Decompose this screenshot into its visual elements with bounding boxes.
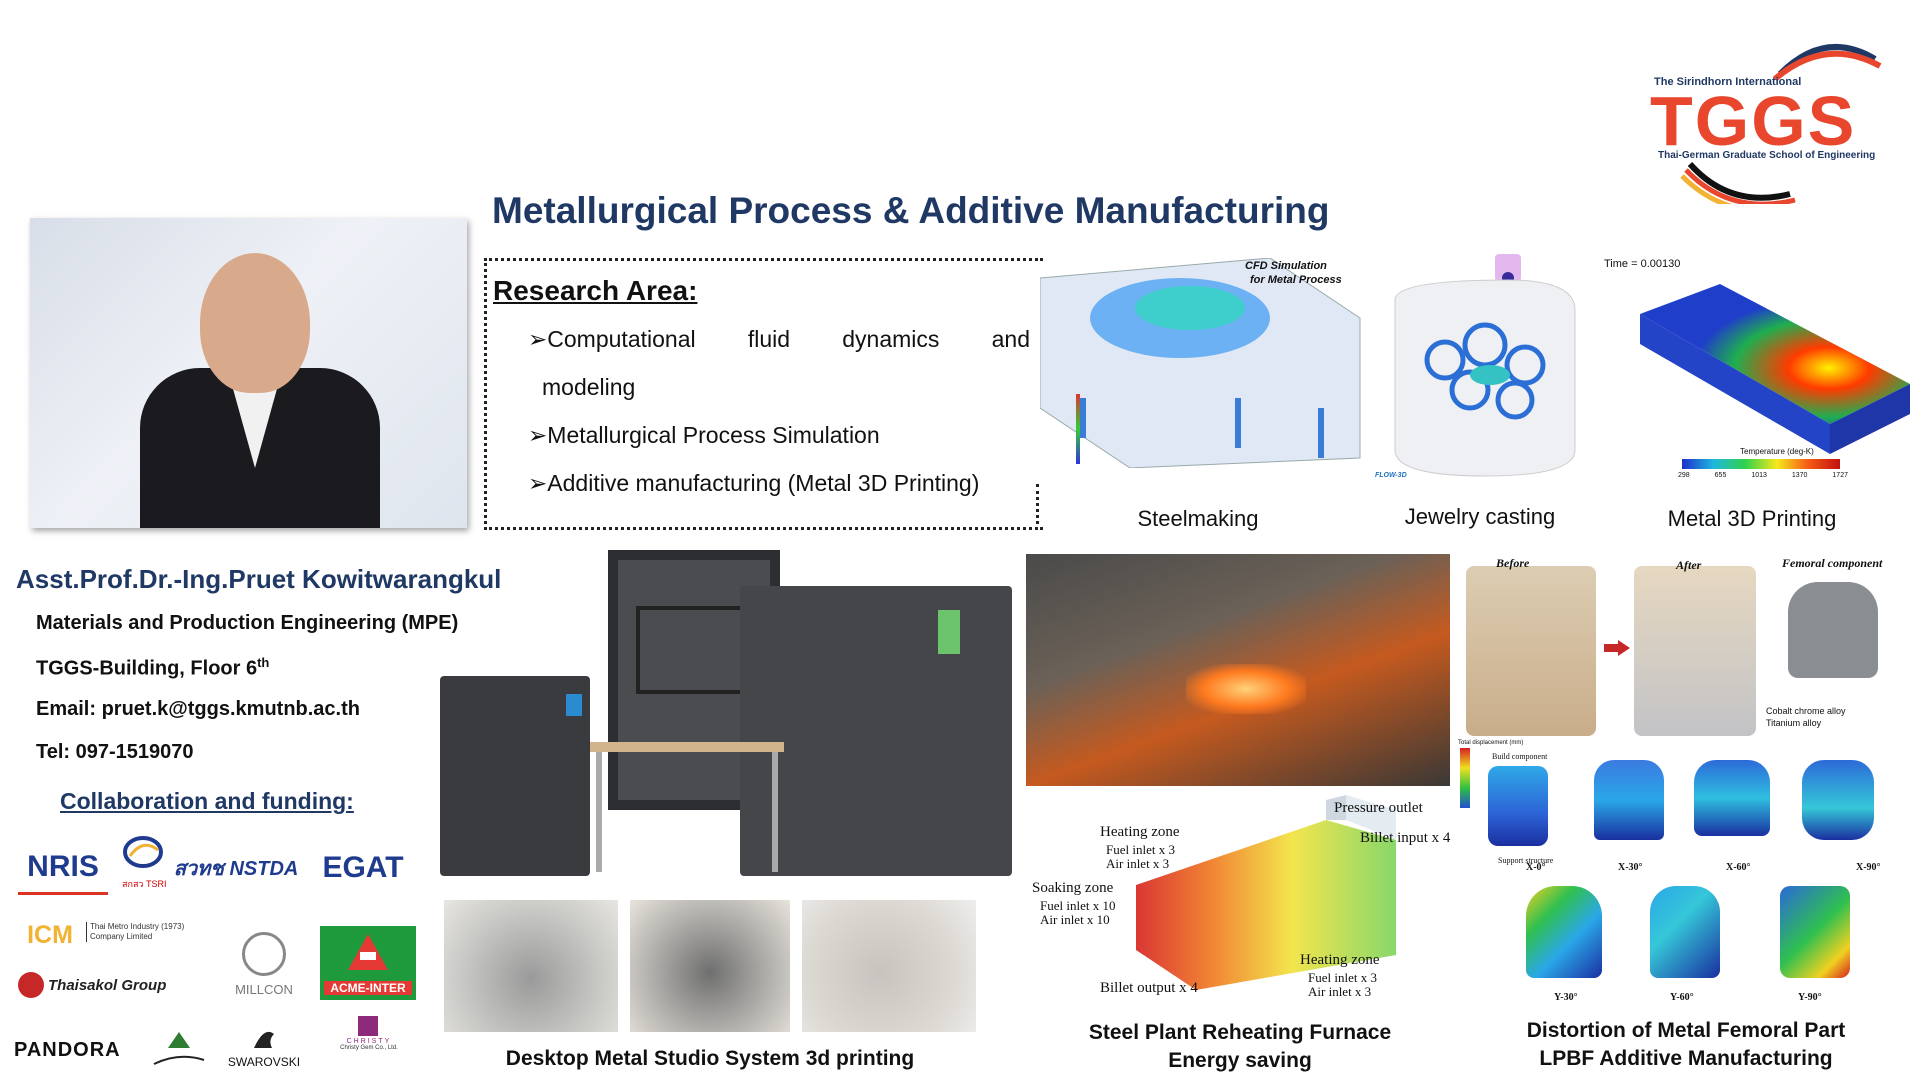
temperature-colorbar xyxy=(1682,459,1840,469)
email[interactable]: Email: pruet.k@tggs.kmutnb.ac.th xyxy=(36,698,360,720)
cfd-ladle-visual xyxy=(1040,258,1361,468)
desktop-metal-printer-image xyxy=(440,546,1020,886)
label-air-inlet-3b: Air inlet x 3 xyxy=(1308,984,1372,999)
temperature-label: Temperature (deg-K) xyxy=(1740,447,1814,456)
telephone: Tel: 097-1519070 xyxy=(36,741,194,763)
caption-jewelry-casting: Jewelry casting xyxy=(1404,504,1556,529)
logo-top-text: The Sirindhorn International xyxy=(1654,76,1802,88)
cfd-label-line2: for Metal Process xyxy=(1250,274,1342,286)
collaboration-heading: Collaboration and funding: xyxy=(60,788,354,814)
printed-part-photo-2 xyxy=(630,900,790,1032)
label-soaking-zone: Soaking zone xyxy=(1032,880,1114,896)
label-displacement: Total displacement (mm) xyxy=(1458,740,1524,746)
femoral-component-shape xyxy=(1788,582,1878,678)
christy-logo: CHRISTY Christy Gem Co., Ltd. xyxy=(334,1016,404,1072)
christy-emblem-icon xyxy=(358,1016,378,1036)
caption-metal-3d-printing: Metal 3D Printing xyxy=(1667,506,1837,531)
page-title: Metallurgical Process & Additive Manufac… xyxy=(492,190,1330,231)
angle-x0: X-0° xyxy=(1526,862,1546,873)
angle-x90: X-90° xyxy=(1856,862,1881,873)
jewelry-tree-visual xyxy=(1394,254,1576,477)
research-area-box xyxy=(484,258,1043,530)
angle-x30: X-30° xyxy=(1618,862,1643,873)
angle-y30: Y-30° xyxy=(1554,992,1578,1003)
thai-metro-logo: Thai Metro Industry (1973) Company Limit… xyxy=(86,922,210,942)
millcon-emblem-icon xyxy=(242,932,286,976)
swan-icon xyxy=(254,1031,274,1048)
displacement-colorbar xyxy=(1460,748,1470,808)
caption-furnace-line1: Steel Plant Reheating Furnace xyxy=(1088,1021,1392,1044)
label-build-component: Build component xyxy=(1492,752,1548,761)
department: Materials and Production Engineering (MP… xyxy=(36,612,459,634)
label-support-structure: Support structure xyxy=(1498,856,1554,865)
profile-photo xyxy=(30,218,467,528)
research-item-metallurgical: ➢Metallurgical Process Simulation xyxy=(528,422,880,448)
logo-name: TGGS xyxy=(1650,82,1857,160)
jewelry-brand-logo xyxy=(146,1026,212,1070)
label-billet-input: Billet input x 4 xyxy=(1360,830,1451,846)
tsri-logo: สกสว TSRI xyxy=(122,832,167,894)
thermal-block-visual xyxy=(1640,284,1910,454)
label-air-inlet-10: Air inlet x 10 xyxy=(1040,912,1110,927)
label-fuel-inlet-10: Fuel inlet x 10 xyxy=(1040,898,1116,913)
furnace-heatmap-visual xyxy=(1136,795,1396,990)
distortion-simulation-grid: Total displacement (mm) Build component … xyxy=(1458,736,1910,1006)
label-heating-zone-top: Heating zone xyxy=(1100,824,1180,840)
nstda-logo: สวทช NSTDA xyxy=(173,858,299,880)
printed-part-photo-1 xyxy=(444,900,618,1032)
caption-femoral-line1: Distortion of Metal Femoral Part xyxy=(1526,1019,1846,1042)
furnace-simulation-diagram: Heating zone Fuel inlet x 3 Air inlet x … xyxy=(1026,780,1450,1010)
logo-subtitle: Thai-German Graduate School of Engineeri… xyxy=(1658,150,1876,161)
angle-y90: Y-90° xyxy=(1798,992,1822,1003)
caption-femoral-line2: LPBF Additive Manufacturing xyxy=(1539,1047,1833,1070)
label-material-1: Cobalt chrome alloy xyxy=(1766,706,1846,716)
metal-3d-printing-thermal-image: Time = 0.00130 Temperature (deg-K) 298 6… xyxy=(1600,254,1915,494)
icm-logo: ICM xyxy=(27,920,73,949)
person-name: Asst.Prof.Dr.-Ing.Pruet Kowitwarangkul xyxy=(16,564,502,594)
angle-x60: X-60° xyxy=(1726,862,1751,873)
label-fuel-inlet-3: Fuel inlet x 3 xyxy=(1106,842,1175,857)
cfd-label-line1: CFD Simulation xyxy=(1245,260,1327,272)
jewelry-casting-image: FLOW-3D xyxy=(1375,250,1595,490)
mountain-emblem-icon xyxy=(153,1032,205,1065)
tggs-logo: The Sirindhorn International TGGS Thai-G… xyxy=(1650,34,1900,204)
printed-part-photo-3 xyxy=(802,900,976,1032)
acme-emblem-icon xyxy=(348,934,388,970)
knee-replacement-illustration: Before After Femoral component Cobalt ch… xyxy=(1466,556,1906,736)
steelmaking-cfd-image: CFD Simulation for Metal Process xyxy=(1040,258,1370,468)
label-fuel-inlet-3b: Fuel inlet x 3 xyxy=(1308,970,1377,985)
steel-plant-furnace-photo xyxy=(1026,554,1450,786)
label-before: Before xyxy=(1496,556,1530,570)
nris-logo: NRIS xyxy=(18,842,108,895)
flow3d-label: FLOW-3D xyxy=(1375,472,1407,479)
tsri-emblem-icon xyxy=(123,836,163,868)
caption-steelmaking: Steelmaking xyxy=(1137,506,1259,531)
egat-logo: EGAT xyxy=(322,851,404,884)
swarovski-logo: SWAROVSKI xyxy=(224,1024,304,1070)
label-after: After xyxy=(1676,558,1702,572)
label-billet-output: Billet output x 4 xyxy=(1100,980,1198,996)
research-item-cfd: ➢Computational fluid dynamics and xyxy=(528,326,1030,352)
caption-desktop-metal: Desktop Metal Studio System 3d printing xyxy=(505,1047,915,1070)
research-item-cfd-continuation: modeling xyxy=(542,374,636,400)
building: TGGS-Building, Floor 6th xyxy=(36,655,270,680)
thaisakol-logo: Thaisakol Group xyxy=(18,968,198,1002)
research-item-additive: ➢Additive manufacturing (Metal 3D Printi… xyxy=(528,470,980,496)
label-air-inlet-3: Air inlet x 3 xyxy=(1106,856,1170,871)
research-area-heading: Research Area: xyxy=(493,275,698,306)
logo-swoosh-icon xyxy=(1680,44,1882,204)
pandora-logo: PANDORA xyxy=(14,1038,121,1061)
label-heating-zone-bottom: Heating zone xyxy=(1300,952,1380,968)
angle-y60: Y-60° xyxy=(1670,992,1694,1003)
label-material-2: Titanium alloy xyxy=(1766,718,1822,728)
time-label: Time = 0.00130 xyxy=(1604,258,1681,270)
arrow-right-icon xyxy=(1604,640,1630,656)
millcon-logo: MILLCON xyxy=(224,932,304,1002)
temperature-ticks: 298 655 1013 1370 1727 xyxy=(1678,472,1848,479)
acme-inter-logo: ACME-INTER xyxy=(320,926,416,1000)
caption-furnace-line2: Energy saving xyxy=(1168,1049,1312,1072)
label-femoral-component: Femoral component xyxy=(1782,556,1883,570)
label-pressure-outlet: Pressure outlet xyxy=(1334,800,1423,816)
